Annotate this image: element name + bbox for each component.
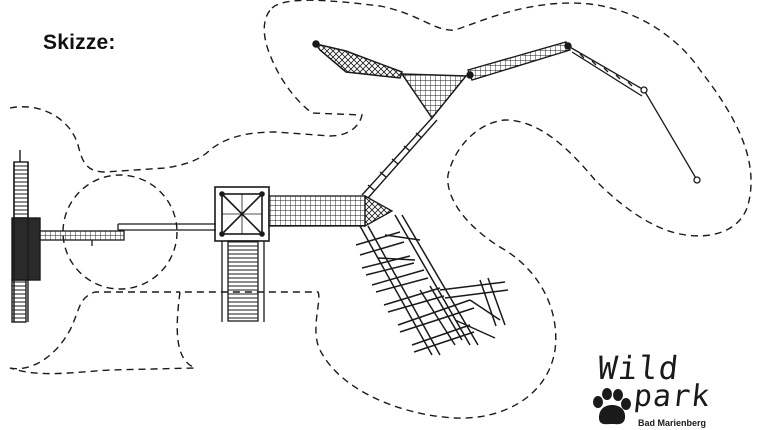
wildpark-logo: Wild park Bad Marienberg bbox=[588, 349, 758, 430]
logo-location: Bad Marienberg bbox=[638, 418, 707, 428]
triangle-net bbox=[312, 40, 468, 120]
logo-wordmark-line2: park bbox=[632, 379, 713, 414]
central-tower bbox=[214, 186, 270, 242]
climbing-rope bbox=[361, 117, 438, 199]
rope-ladder-right bbox=[567, 45, 701, 184]
safety-zone-upper bbox=[9, 0, 752, 419]
tower-ladder bbox=[221, 240, 265, 322]
safety-zone-outline bbox=[9, 0, 752, 419]
balance-beam bbox=[39, 223, 216, 246]
sketch-heading: Skizze: bbox=[43, 31, 116, 54]
upper-net-bridge bbox=[466, 41, 572, 81]
net-bridge bbox=[268, 194, 394, 228]
safety-zone-circle bbox=[62, 174, 178, 290]
log-climbing-frame bbox=[355, 214, 509, 356]
safety-zone-left bbox=[9, 7, 363, 173]
safety-zone-left-lower bbox=[9, 291, 180, 370]
paw-print-icon bbox=[593, 388, 631, 425]
left-tower bbox=[11, 150, 41, 323]
